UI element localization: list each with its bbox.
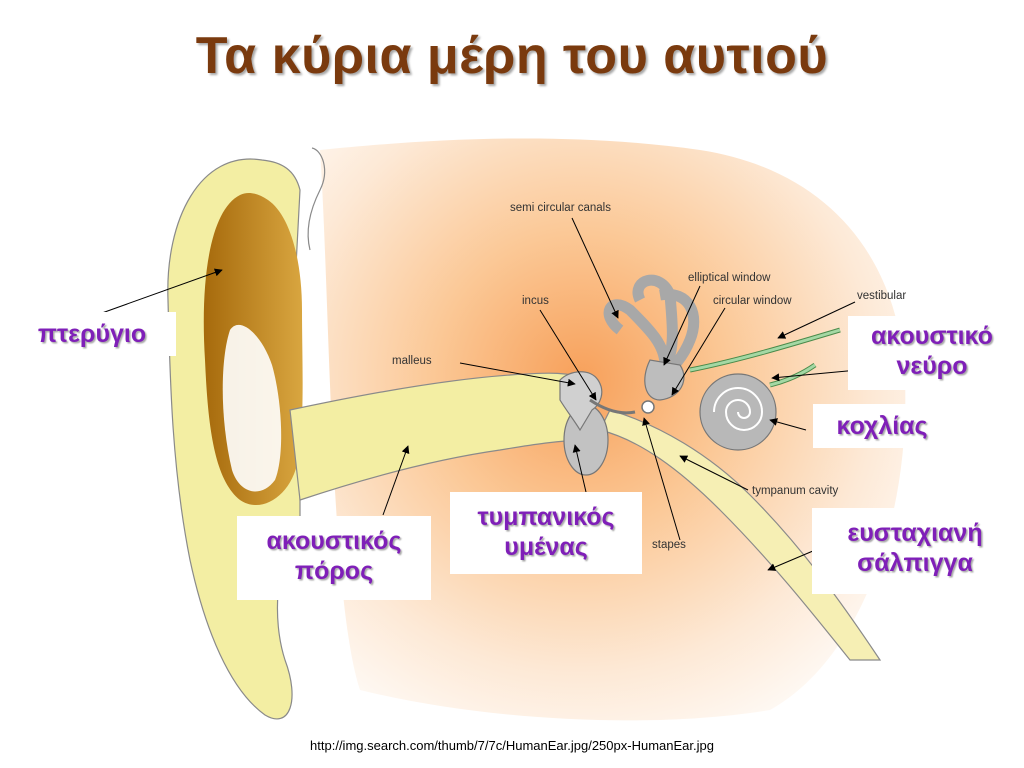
label-pinna: πτερύγιο	[8, 312, 176, 356]
source-url: http://img.search.com/thumb/7/7c/HumanEa…	[310, 738, 714, 753]
label-auditory-nerve: ακουστικό νεύρο	[848, 316, 1016, 390]
leader-lines	[87, 217, 859, 571]
label-vestibular: vestibular	[857, 290, 906, 302]
label-auditory-canal: ακουστικός πόρος	[237, 516, 431, 600]
label-stapes: stapes	[652, 539, 686, 551]
label-eardrum: τυμπανικός υμένας	[450, 492, 642, 574]
label-eustachian-tube: ευσταχιανή σάλπιγγα	[812, 508, 1018, 594]
label-malleus: malleus	[392, 355, 432, 367]
label-semicircular-canals: semi circular canals	[510, 202, 611, 214]
label-incus: incus	[522, 295, 549, 307]
page-title: Τα κύρια μέρη του αυτιού	[195, 27, 829, 85]
label-cochlea: κοχλίας	[813, 404, 951, 448]
label-tympanum-cavity: tympanum cavity	[752, 485, 839, 497]
label-elliptical-window: elliptical window	[688, 272, 771, 284]
label-circular-window: circular window	[713, 295, 792, 307]
